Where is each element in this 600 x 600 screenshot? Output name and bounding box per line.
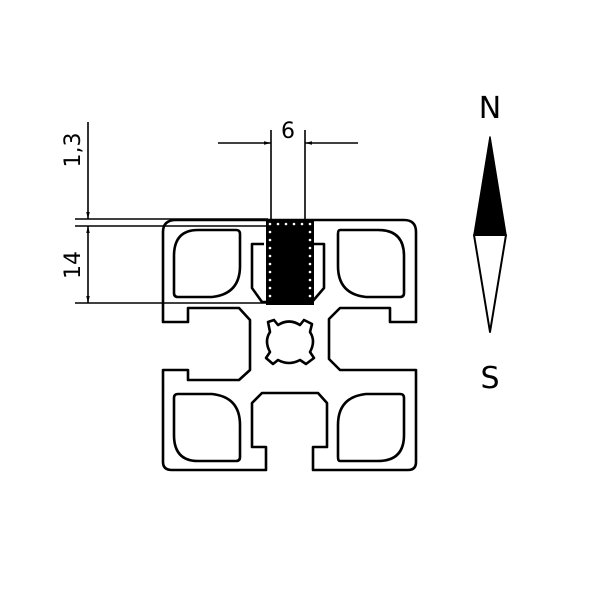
dimension-label-14: 14	[61, 251, 86, 279]
profile-outer-contour	[161, 218, 418, 472]
dimension-label-1-3: 1,3	[61, 133, 86, 168]
pocket-bottom-left	[172, 392, 242, 463]
slot-insert-highlight	[266, 220, 314, 305]
dimension-vertical-extensions	[75, 122, 268, 304]
pocket-top-left	[172, 228, 242, 299]
pocket-top-right	[336, 228, 406, 299]
compass-needle-icon	[473, 136, 507, 333]
dimension-label-6: 6	[281, 119, 295, 144]
compass-north-label: N	[479, 91, 501, 126]
pocket-bottom-right	[336, 392, 406, 463]
compass-south-label: S	[480, 361, 499, 396]
dimension-slot-width	[218, 130, 358, 222]
center-bore	[264, 318, 316, 366]
